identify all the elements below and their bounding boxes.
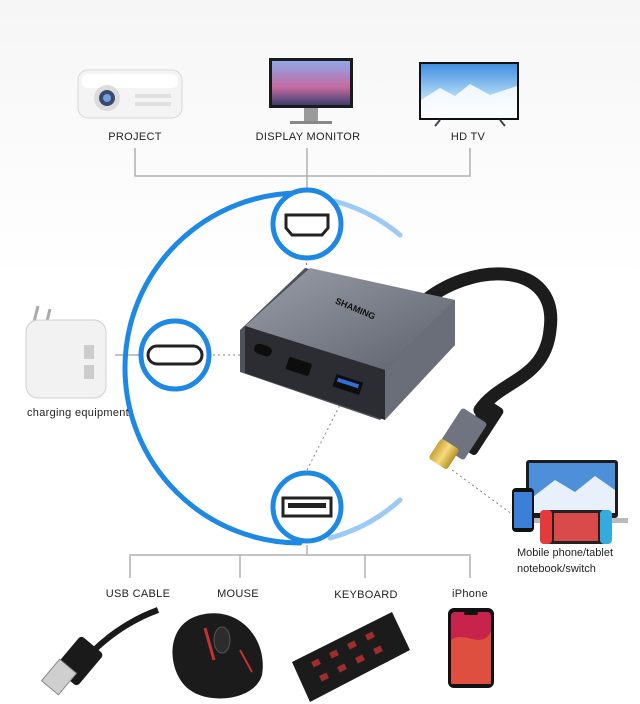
charger-icon (25, 305, 107, 399)
charging-equipment-label: charging equipment (27, 407, 130, 419)
hdmi-port-icon (270, 187, 344, 261)
hd-tv-label: HD TV (450, 131, 486, 143)
connection-ring (122, 190, 403, 546)
projector-icon (77, 69, 183, 119)
mouse-icon (172, 613, 263, 699)
usb-a-port-icon (270, 470, 344, 544)
keyboard-label: KEYBOARD (334, 589, 398, 601)
usb-c-hub (240, 268, 455, 420)
mobile-devices-line-2: notebook/switch (517, 563, 596, 575)
usb-c-cable (413, 267, 558, 469)
mouse-label: MOUSE (217, 588, 259, 600)
iphone-icon (448, 608, 494, 688)
usb-cable-icon (40, 607, 160, 696)
tv-icon (419, 62, 519, 127)
mobile-devices-line-1: Mobile phone/tablet (517, 547, 614, 559)
projector-label: PROJECT (108, 131, 162, 143)
usb-cable-label: USB CABLE (105, 588, 171, 600)
bottom-connector-lines (129, 545, 471, 578)
monitor-icon (269, 58, 353, 124)
devices-icon (512, 460, 628, 544)
top-connector-lines (134, 148, 471, 194)
iphone-label: iPhone (451, 588, 489, 600)
usb-c-port-icon (138, 318, 212, 392)
mobile-devices-caption: Mobile phone/tablet notebook/switch (517, 545, 613, 577)
keyboard-icon (292, 612, 410, 702)
display-monitor-label: DISPLAY MONITOR (255, 131, 361, 143)
